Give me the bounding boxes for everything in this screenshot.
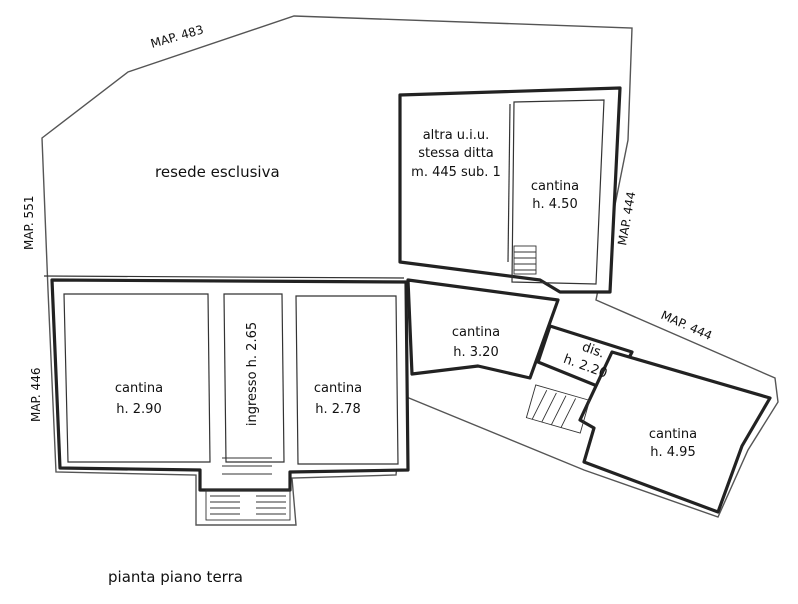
cantina-320-height: h. 3.20: [453, 345, 498, 360]
cantina-495-height: h. 4.95: [650, 445, 695, 460]
altra-wall: [507, 103, 511, 263]
stair-entrance: [205, 457, 291, 521]
map-483-label: MAP. 483: [149, 22, 205, 50]
ingresso-label: ingresso h. 2.65: [245, 322, 260, 426]
cantina-278-name: cantina: [314, 381, 362, 396]
altra-line2: stessa ditta: [418, 146, 494, 161]
cantina-290-name: cantina: [115, 381, 163, 396]
dis-name: dis.: [580, 340, 607, 362]
ingresso-walls: [223, 293, 285, 463]
map-444-upper-label: MAP. 444: [615, 190, 638, 246]
cantina-278-walls: [295, 295, 399, 465]
resede-label: resede esclusiva: [155, 163, 280, 181]
lot-boundary: [41, 15, 779, 526]
map-551-label: MAP. 551: [22, 196, 36, 250]
map-446-label: MAP. 446: [29, 368, 43, 422]
cantina-450-height: h. 4.50: [532, 197, 577, 212]
stair-upper: [513, 245, 537, 275]
cantina-495-name: cantina: [649, 427, 697, 442]
stair-lower: [525, 384, 591, 434]
cantina-320-walls: [406, 278, 560, 380]
cantina-290-height: h. 2.90: [116, 402, 161, 417]
plan-caption: pianta piano terra: [108, 568, 243, 586]
cantina-495-walls: [578, 350, 772, 514]
cantina-320-name: cantina: [452, 325, 500, 340]
map-444-lower-label: MAP. 444: [659, 308, 714, 343]
cantina-450-name: cantina: [531, 179, 579, 194]
altra-line1: altra u.i.u.: [423, 128, 490, 143]
cantina-278-height: h. 2.78: [315, 402, 360, 417]
cantina-450-walls: [511, 99, 605, 285]
cantina-290-walls: [63, 293, 211, 463]
altra-line3: m. 445 sub. 1: [411, 165, 501, 180]
upper-block-walls: [398, 86, 622, 294]
resede-boundary: [43, 275, 405, 279]
